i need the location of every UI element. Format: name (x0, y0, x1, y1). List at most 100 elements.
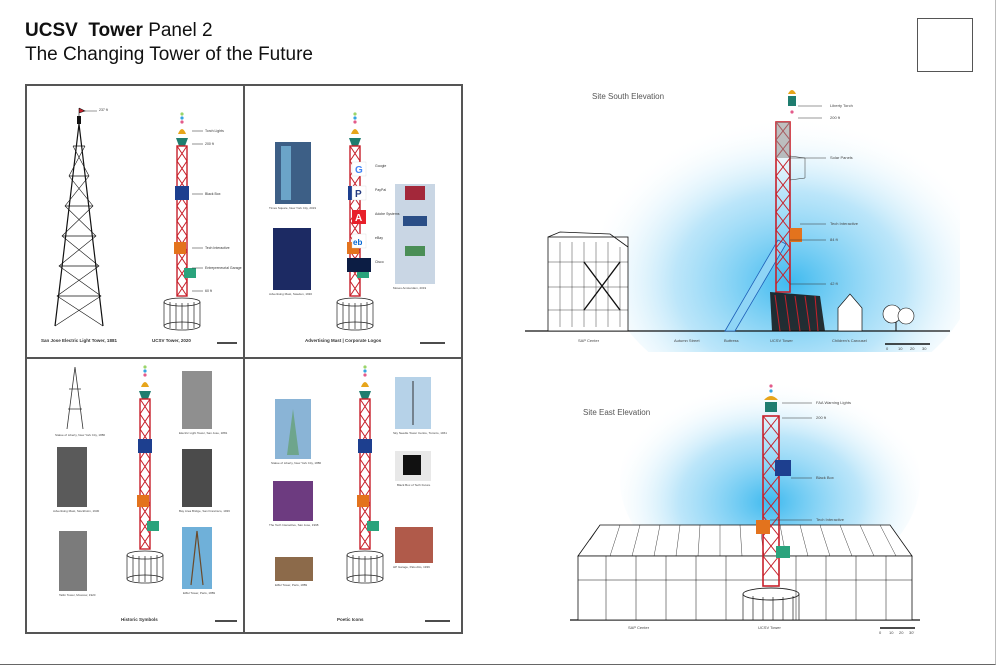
ucsv-tower-east (762, 415, 780, 587)
east-elevation-drawing (570, 370, 920, 629)
photo-stockholm-mast (57, 447, 87, 507)
caption-electric-light: Electric Light Tower, San Jose, 1881 (179, 431, 228, 435)
label-electric-light-tower: San Jose Electric Light Tower, 1881 (41, 338, 117, 343)
ucsv-tower-icon (163, 111, 201, 331)
label-poetic-icons: Poetic Icons (337, 617, 364, 622)
callout-tech-interactive-south: Tech Interactive (830, 221, 859, 226)
ebay-logo-icon (351, 233, 367, 249)
scale-0-east: 0 (879, 630, 882, 635)
logo-label-paypal: PayPal (375, 188, 387, 192)
callout-liberty-torch: Liberty Torch (830, 103, 853, 108)
callout-garage: Entrepreneurial Garage (205, 266, 242, 270)
callout-200ft-east: 200 ft (816, 415, 827, 420)
quadrant-historic-symbols: Statue of Liberty, New York City, 1886 E… (27, 359, 245, 632)
poetic-icons-drawing (273, 364, 450, 622)
label-autumn-street: Autumn Street (674, 338, 700, 343)
garage-east (776, 546, 790, 558)
scale-10-east: 10 (889, 630, 894, 635)
callout-42ft: 42 ft (830, 281, 838, 286)
callout-84ft: 84 ft (830, 237, 838, 242)
tech-interactive-east (756, 520, 770, 534)
label-ucsv-tower: UCSV Tower, 2020 (152, 338, 191, 343)
photo-advertising-mast (273, 228, 311, 290)
logo-label-google: Google (375, 164, 387, 168)
callout-black-box: Black Box (205, 192, 221, 196)
scale-30-east: 30' (909, 630, 915, 635)
callout-torch-lights: Torch Lights (205, 129, 224, 133)
logo-label-adobe: Adobe Systems (375, 212, 400, 216)
ucsv-tower-icon-4 (346, 364, 384, 584)
callout-200ft: 200 ft (205, 142, 214, 146)
electric-light-tower-drawing (54, 107, 237, 344)
south-elevation-drawing (525, 90, 960, 352)
callout-faa-warning: FAA Warning Lights (816, 400, 851, 405)
label-childrens-carousel: Children's Carousel (832, 338, 867, 343)
label-ucsv-tower-south: UCSV Tower (770, 338, 793, 343)
callout-tech-interactive-east: Tech Interactive (816, 517, 845, 522)
panel-number: Panel 2 (148, 20, 213, 41)
torch-east-icon (764, 396, 778, 400)
stamp-box (917, 18, 973, 72)
label-sap-center-south: SAP Center (578, 338, 600, 343)
callout-black-box-east: Black Box (816, 475, 834, 480)
svg-text:eb: eb (353, 238, 362, 247)
liberty-torch-icon (788, 90, 796, 94)
caption-tech-interactive: The Tech Interactive, San Jose, 1998 (269, 523, 319, 527)
page-title: UCSV Tower Panel 2 (25, 20, 313, 42)
caption-advertising-mast: Advertising Mast, Sweden, 1930 (269, 292, 313, 296)
advertising-mast-drawing: G P A eb (273, 111, 445, 344)
photo-tatlin-tower (59, 531, 87, 591)
scale-0-south: 0 (886, 346, 889, 351)
label-buttress: Buttress (724, 338, 739, 343)
paypal-logo-icon (351, 185, 367, 201)
photo-hp-garage (395, 527, 433, 563)
caption-liberty-poetic: Statue of Liberty, New York City, 1886 (271, 461, 322, 465)
photo-eiffel-tower (182, 527, 212, 589)
historic-symbols-drawing (57, 364, 237, 622)
east-elevation: Site East Elevation FAA Warning Lights 2… (560, 370, 960, 638)
google-logo-icon (351, 161, 367, 177)
page-subtitle: The Changing Tower of the Future (25, 44, 313, 65)
label-sap-center-east: SAP Center (628, 625, 650, 630)
svg-text:P: P (355, 189, 362, 200)
sap-center-building (547, 236, 629, 332)
title-block: UCSV Tower Panel 2 The Changing Tower of… (25, 20, 313, 68)
caption-sky-needle: Sky Needle Tower Centre, Toronto, 1961 (393, 431, 447, 435)
label-historic-symbols: Historic Symbols (121, 617, 158, 622)
scale-20-south: 20 (910, 346, 915, 351)
caption-black-box: Black Box of Tech Future (397, 483, 431, 487)
black-box-east (775, 460, 791, 476)
caption-moses-amsterdam: Moses Amsterdam, 2019 (393, 286, 427, 290)
east-elevation-title: Site East Elevation (583, 408, 651, 417)
quadrant-advertising-mast: G P A eb Times Square, New York City, 20… (245, 86, 461, 359)
callout-tech-interactive: Tech Interactive (205, 246, 230, 250)
svg-text:A: A (355, 213, 362, 224)
photo-moses-amsterdam (395, 184, 435, 284)
caption-tatlin: Tatlin Tower, Moscow, 1920 (59, 593, 96, 597)
sap-center-east (577, 555, 913, 621)
photo-electric-light-tower (182, 371, 212, 429)
quadrant-electric-light-tower: 237 ft Torch Lights 200 ft Black Box Tec… (27, 86, 245, 359)
scale-30-south: 30 (922, 346, 927, 351)
callout-60ft: 60 ft (205, 289, 212, 293)
precedent-grid: 237 ft Torch Lights 200 ft Black Box Tec… (25, 84, 463, 634)
caption-hp-garage: HP Garage, Palo Alto, 1939 (393, 565, 430, 569)
logo-label-ebay: eBay (375, 236, 383, 240)
scale-10-south: 10 (898, 346, 903, 351)
caption-liberty-historic: Statue of Liberty, New York City, 1886 (55, 433, 106, 437)
scale-20-east: 20 (899, 630, 904, 635)
callout-200ft-south: 200 ft (830, 115, 841, 120)
light-tower-sketch (66, 366, 84, 430)
svg-text:G: G (355, 165, 363, 176)
photo-times-square (275, 142, 311, 204)
cisco-logo-icon (347, 258, 371, 272)
caption-bay-bridge: Bay Area Bridge, San Francisco, 1936 (179, 509, 230, 513)
south-elevation-title: Site South Elevation (592, 92, 665, 101)
label-ucsv-tower-east: UCSV Tower (758, 625, 781, 630)
callout-solar-panels: Solar Panels (830, 155, 853, 160)
buttress (724, 239, 787, 332)
caption-eiffel-poetic: Eiffel Tower, Paris, 1889 (275, 583, 308, 587)
caption-eiffel: Eiffel Tower, Paris, 1889 (183, 591, 216, 595)
caption-stockholm: Advertising Mast, Stockholm, 1930 (53, 509, 100, 513)
photo-eiffel-paris (275, 557, 313, 581)
